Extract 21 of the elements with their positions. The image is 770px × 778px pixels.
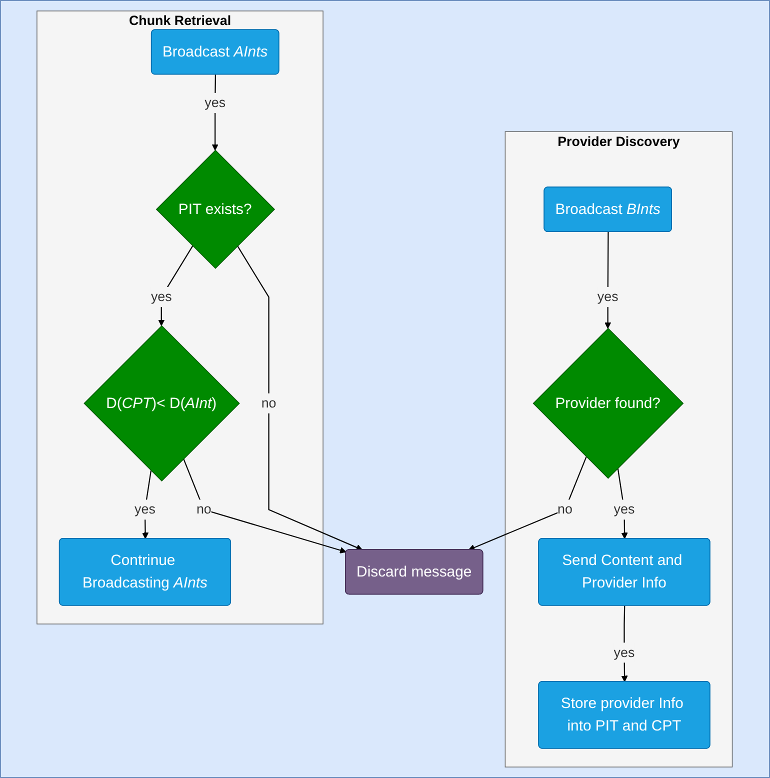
arrow bbox=[622, 606, 628, 682]
node-diamond: Provider found? bbox=[533, 328, 684, 479]
arrow bbox=[212, 74, 219, 151]
arrow bbox=[142, 470, 152, 539]
node-diamond: D(CPT)< D(AInt) bbox=[84, 325, 240, 482]
node-diamond: PIT exists? bbox=[156, 150, 276, 269]
arrow bbox=[237, 246, 363, 551]
arrow bbox=[183, 458, 347, 554]
arrow bbox=[468, 456, 588, 551]
edge-label: yes bbox=[614, 502, 636, 517]
arrow bbox=[618, 468, 628, 539]
edge-label: yes bbox=[134, 502, 156, 517]
edge-label: yes bbox=[598, 289, 619, 304]
edge-label: no bbox=[262, 396, 277, 410]
arrow bbox=[604, 232, 612, 329]
arrow bbox=[158, 246, 194, 326]
edge-label: yes bbox=[205, 95, 226, 110]
edge-label: yes bbox=[151, 289, 172, 304]
edge-label: no bbox=[196, 502, 212, 517]
edge-label: yes bbox=[614, 644, 636, 660]
edge-label: no bbox=[558, 502, 573, 517]
